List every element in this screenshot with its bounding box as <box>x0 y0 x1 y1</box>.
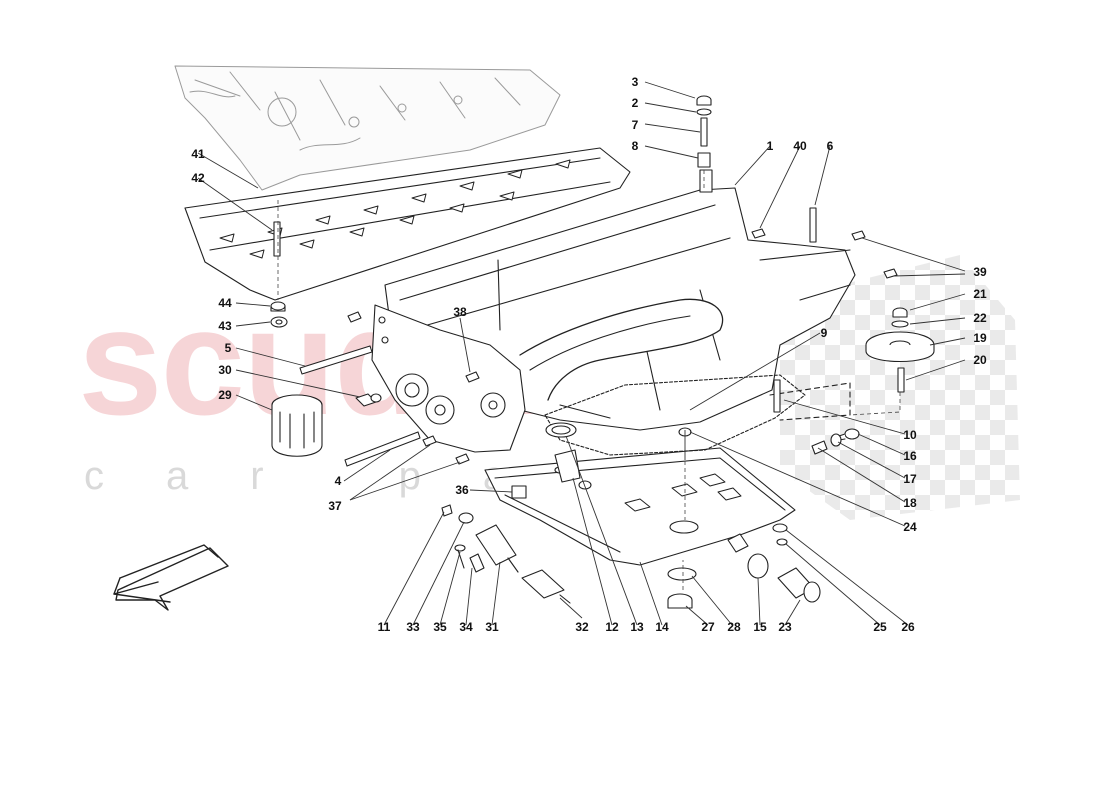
stud-6 <box>809 207 817 243</box>
callout-35: 35 <box>433 620 447 634</box>
callout-7: 7 <box>631 118 639 132</box>
stud-top-left <box>347 311 362 323</box>
nut-21 <box>892 307 908 318</box>
washer-17 <box>830 433 842 447</box>
callout-11: 11 <box>377 620 391 634</box>
spring-18 <box>811 440 828 455</box>
lower-oil-pan <box>484 447 796 566</box>
oring-13 <box>545 422 577 438</box>
stud-7 <box>700 117 708 147</box>
callout-26: 26 <box>901 620 915 634</box>
plug-40 <box>751 228 766 239</box>
callout-23: 23 <box>778 620 792 634</box>
engine-block <box>174 65 561 191</box>
callout-3: 3 <box>631 75 639 89</box>
oring-33 <box>458 512 474 524</box>
nut-25 <box>776 538 788 546</box>
callout-40: 40 <box>793 139 807 153</box>
callout-36: 36 <box>455 483 469 497</box>
plugs-39 <box>851 230 898 279</box>
callout-4: 4 <box>334 474 342 488</box>
callout-30: 30 <box>218 363 232 377</box>
washer-2 <box>696 108 712 116</box>
long-stud-5 <box>299 345 373 375</box>
washer-15 <box>747 553 769 579</box>
callout-15: 15 <box>753 620 767 634</box>
callout-14: 14 <box>655 620 669 634</box>
drain-plug-27 <box>667 593 693 609</box>
callout-1: 1 <box>766 139 774 153</box>
sensor-31 <box>475 524 519 573</box>
callout-16: 16 <box>903 449 917 463</box>
orientation-arrow <box>113 544 229 611</box>
dashed-assembly-lines <box>277 170 901 590</box>
callout-42: 42 <box>191 171 205 185</box>
bolt-35 <box>454 544 466 569</box>
long-stud-4 <box>344 431 421 467</box>
oil-pump-cover <box>371 304 526 453</box>
callout-27: 27 <box>701 620 715 634</box>
callout-5: 5 <box>224 341 232 355</box>
callout-38: 38 <box>453 305 467 319</box>
fitting-36 <box>511 485 527 499</box>
callout-19: 19 <box>973 331 987 345</box>
nut-44 <box>270 301 286 312</box>
sump-gasket <box>544 374 851 456</box>
callout-34: 34 <box>459 620 473 634</box>
adapter-30 <box>355 393 382 407</box>
callout-12: 12 <box>605 620 619 634</box>
washer-26 <box>772 523 788 533</box>
gear-19 <box>865 331 935 363</box>
sensor-32 <box>521 569 571 604</box>
plug-23 <box>777 567 821 603</box>
bracket-34 <box>469 553 485 573</box>
callout-31: 31 <box>485 620 499 634</box>
oring-28 <box>667 567 697 581</box>
callout-32: 32 <box>575 620 589 634</box>
callout-29: 29 <box>218 388 232 402</box>
sleeve-8 <box>697 152 711 168</box>
callout-20: 20 <box>973 353 987 367</box>
washer-43 <box>270 316 288 328</box>
stud-42 <box>273 221 281 257</box>
callout-22: 22 <box>973 311 987 325</box>
stud-20 <box>897 367 905 393</box>
washer-22 <box>891 320 909 328</box>
callout-18: 18 <box>903 496 917 510</box>
callout-39: 39 <box>973 265 987 279</box>
callout-10: 10 <box>903 428 917 442</box>
leader-lines <box>197 81 966 626</box>
callout-2: 2 <box>631 96 639 110</box>
pickup-12 <box>554 449 581 483</box>
callout-24: 24 <box>903 520 917 534</box>
callout-9: 9 <box>820 326 828 340</box>
callout-21: 21 <box>973 287 987 301</box>
valve-11 <box>441 504 453 517</box>
callout-44: 44 <box>218 296 232 310</box>
callout-33: 33 <box>406 620 420 634</box>
studs-37 <box>422 435 470 465</box>
nut-3 <box>696 95 712 106</box>
callout-8: 8 <box>631 139 639 153</box>
pipe-stud-9 <box>773 379 781 413</box>
callout-28: 28 <box>727 620 741 634</box>
callout-6: 6 <box>826 139 834 153</box>
callout-13: 13 <box>630 620 644 634</box>
spring-38 <box>465 371 480 383</box>
oil-filter <box>271 394 323 457</box>
callout-43: 43 <box>218 319 232 333</box>
callout-25: 25 <box>873 620 887 634</box>
callout-41: 41 <box>191 147 205 161</box>
callout-17: 17 <box>903 472 917 486</box>
callout-37: 37 <box>328 499 342 513</box>
